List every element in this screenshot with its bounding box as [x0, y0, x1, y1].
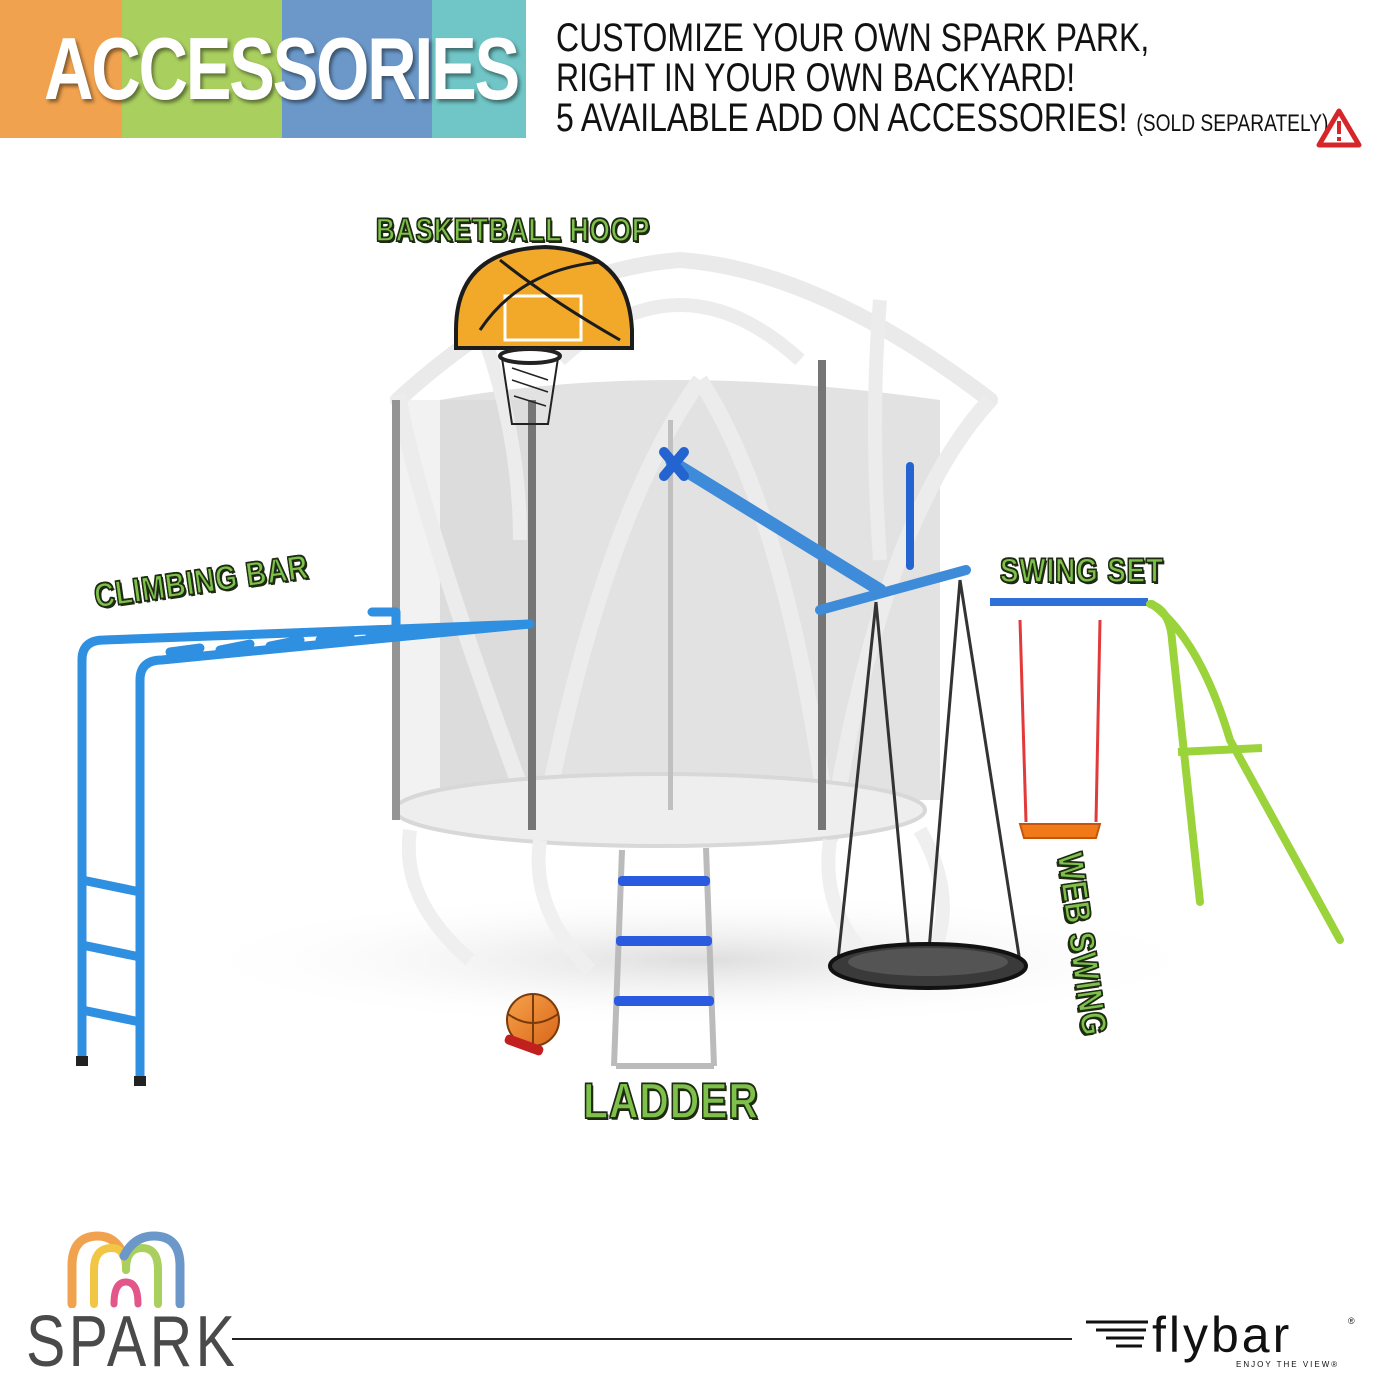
sold-separately-note: (SOLD SEPARATELY) — [1136, 110, 1329, 137]
ladder-accessory — [611, 847, 717, 1069]
climbing-bar-accessory — [76, 607, 535, 1086]
swing-set-accessory — [990, 598, 1344, 944]
spark-wordmark: SPARK — [26, 1302, 239, 1382]
callout-swing-set: SWING SET — [999, 551, 1164, 591]
callout-basketball-hoop: BASKETBALL HOOP — [375, 211, 651, 249]
registered-mark: ® — [1348, 1316, 1355, 1326]
callout-ladder: LADDER — [582, 1072, 759, 1130]
banner-stripe-green — [122, 0, 282, 138]
banner-stripe-blue — [282, 0, 432, 138]
flybar-wordmark: flybar — [1152, 1307, 1293, 1363]
basketball-hoop-accessory — [454, 244, 634, 425]
tagline-line-3-text: 5 AVAILABLE ADD ON ACCESSORIES! — [556, 96, 1128, 140]
swing-arm-bracket — [659, 447, 971, 615]
flybar-wing-logo-icon — [1086, 1320, 1148, 1348]
tagline-line-2: RIGHT IN YOUR OWN BACKYARD! — [556, 56, 1076, 100]
warning-triangle-icon — [1316, 108, 1362, 148]
web-swing-accessory — [828, 579, 1028, 990]
footer-divider — [232, 1338, 1072, 1340]
accessories-banner: ACCESSORIES — [0, 0, 526, 138]
banner-stripe-teal — [432, 0, 526, 138]
banner-stripe-orange — [0, 0, 122, 138]
basketball-and-pump — [504, 993, 560, 1056]
tagline-line-3: 5 AVAILABLE ADD ON ACCESSORIES! (SOLD SE… — [556, 96, 1328, 144]
tagline: CUSTOMIZE YOUR OWN SPARK PARK, RIGHT IN … — [556, 18, 1376, 144]
flybar-tagline: ENJOY THE VIEW® — [1236, 1360, 1340, 1369]
spark-arch-logo-icon — [67, 1231, 185, 1308]
tagline-line-1: CUSTOMIZE YOUR OWN SPARK PARK, — [556, 16, 1150, 60]
